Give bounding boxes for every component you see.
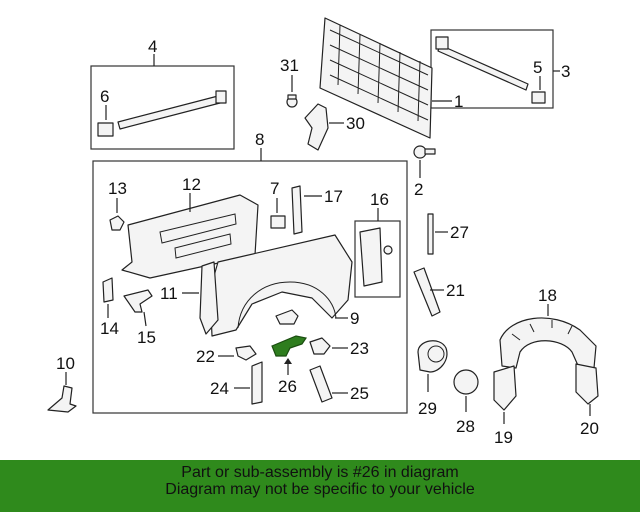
callout-9: 9 bbox=[350, 309, 359, 328]
part-9-outer-panel[interactable] bbox=[209, 234, 353, 337]
callout-27: 27 bbox=[450, 223, 469, 242]
part-4-rail-cap-left[interactable] bbox=[117, 90, 227, 130]
callout-21: 21 bbox=[446, 281, 465, 300]
part-small-bracket[interactable] bbox=[275, 309, 299, 325]
callout-24: 24 bbox=[210, 379, 229, 398]
callout-23: 23 bbox=[350, 339, 369, 358]
callout-12: 12 bbox=[182, 175, 201, 194]
info-banner: Part or sub-assembly is #26 in diagram D… bbox=[0, 460, 640, 512]
callout-26: 26 bbox=[278, 377, 297, 396]
part-16-bracket[interactable] bbox=[359, 227, 393, 287]
part-25-strip[interactable] bbox=[309, 365, 333, 403]
part-30-hinge-bracket[interactable] bbox=[304, 103, 329, 151]
group-box-8 bbox=[92, 160, 408, 414]
callout-2: 2 bbox=[414, 180, 423, 199]
banner-line-1: Part or sub-assembly is #26 in diagram bbox=[181, 464, 459, 481]
part-20-splash-shield[interactable] bbox=[575, 363, 599, 405]
callout-11: 11 bbox=[160, 284, 178, 303]
part-22-clip[interactable] bbox=[235, 345, 257, 361]
part-2-bolt[interactable] bbox=[413, 145, 436, 159]
part-5-end-cap[interactable] bbox=[531, 91, 546, 104]
part-28-fuel-door[interactable] bbox=[453, 369, 479, 395]
callout-20: 20 bbox=[580, 419, 599, 438]
callout-25: 25 bbox=[350, 384, 369, 403]
callout-28: 28 bbox=[456, 417, 475, 436]
part-23-bracket[interactable] bbox=[309, 337, 331, 355]
callout-29: 29 bbox=[418, 399, 437, 418]
callout-7: 7 bbox=[270, 179, 279, 198]
part-3-rail-cap-right[interactable] bbox=[435, 36, 529, 91]
part-17-strip[interactable] bbox=[291, 185, 303, 235]
callout-17: 17 bbox=[324, 187, 343, 206]
part-29-fuel-housing[interactable] bbox=[417, 340, 448, 373]
callout-8: 8 bbox=[255, 130, 264, 149]
part-13-clip[interactable] bbox=[109, 215, 125, 231]
callout-14: 14 bbox=[100, 319, 119, 338]
callout-1: 1 bbox=[454, 92, 463, 111]
part-26-highlighted[interactable] bbox=[271, 335, 307, 357]
callout-18: 18 bbox=[538, 286, 557, 305]
part-1-tailgate[interactable] bbox=[319, 17, 433, 139]
callout-5: 5 bbox=[533, 58, 542, 77]
part-12-inner-panel[interactable] bbox=[121, 194, 259, 279]
callout-10: 10 bbox=[56, 354, 75, 373]
group-box-4 bbox=[90, 65, 235, 150]
callout-3: 3 bbox=[561, 62, 570, 81]
callout-22: 22 bbox=[196, 347, 215, 366]
callout-6: 6 bbox=[100, 87, 109, 106]
callout-31: 31 bbox=[280, 56, 299, 75]
part-11-pillar[interactable] bbox=[199, 261, 219, 335]
part-10-bracket[interactable] bbox=[47, 385, 77, 413]
callout-16: 16 bbox=[370, 190, 389, 209]
part-27-rod[interactable] bbox=[427, 213, 434, 255]
part-6-end-cap[interactable] bbox=[97, 122, 114, 137]
part-31-bolt[interactable] bbox=[286, 94, 298, 108]
part-24-strip[interactable] bbox=[251, 361, 263, 405]
part-19-splash-shield[interactable] bbox=[493, 365, 517, 411]
callout-13: 13 bbox=[108, 179, 127, 198]
callout-4: 4 bbox=[148, 37, 157, 56]
part-7-bracket[interactable] bbox=[270, 215, 286, 229]
callout-30: 30 bbox=[346, 114, 365, 133]
callout-19: 19 bbox=[494, 428, 513, 447]
part-15-brace[interactable] bbox=[123, 289, 153, 313]
part-21-strip[interactable] bbox=[413, 267, 441, 317]
banner-line-2: Diagram may not be specific to your vehi… bbox=[165, 481, 475, 498]
callout-15: 15 bbox=[137, 328, 156, 347]
part-14-bracket[interactable] bbox=[102, 277, 114, 303]
part-18-wheelhouse-liner[interactable] bbox=[499, 317, 597, 371]
